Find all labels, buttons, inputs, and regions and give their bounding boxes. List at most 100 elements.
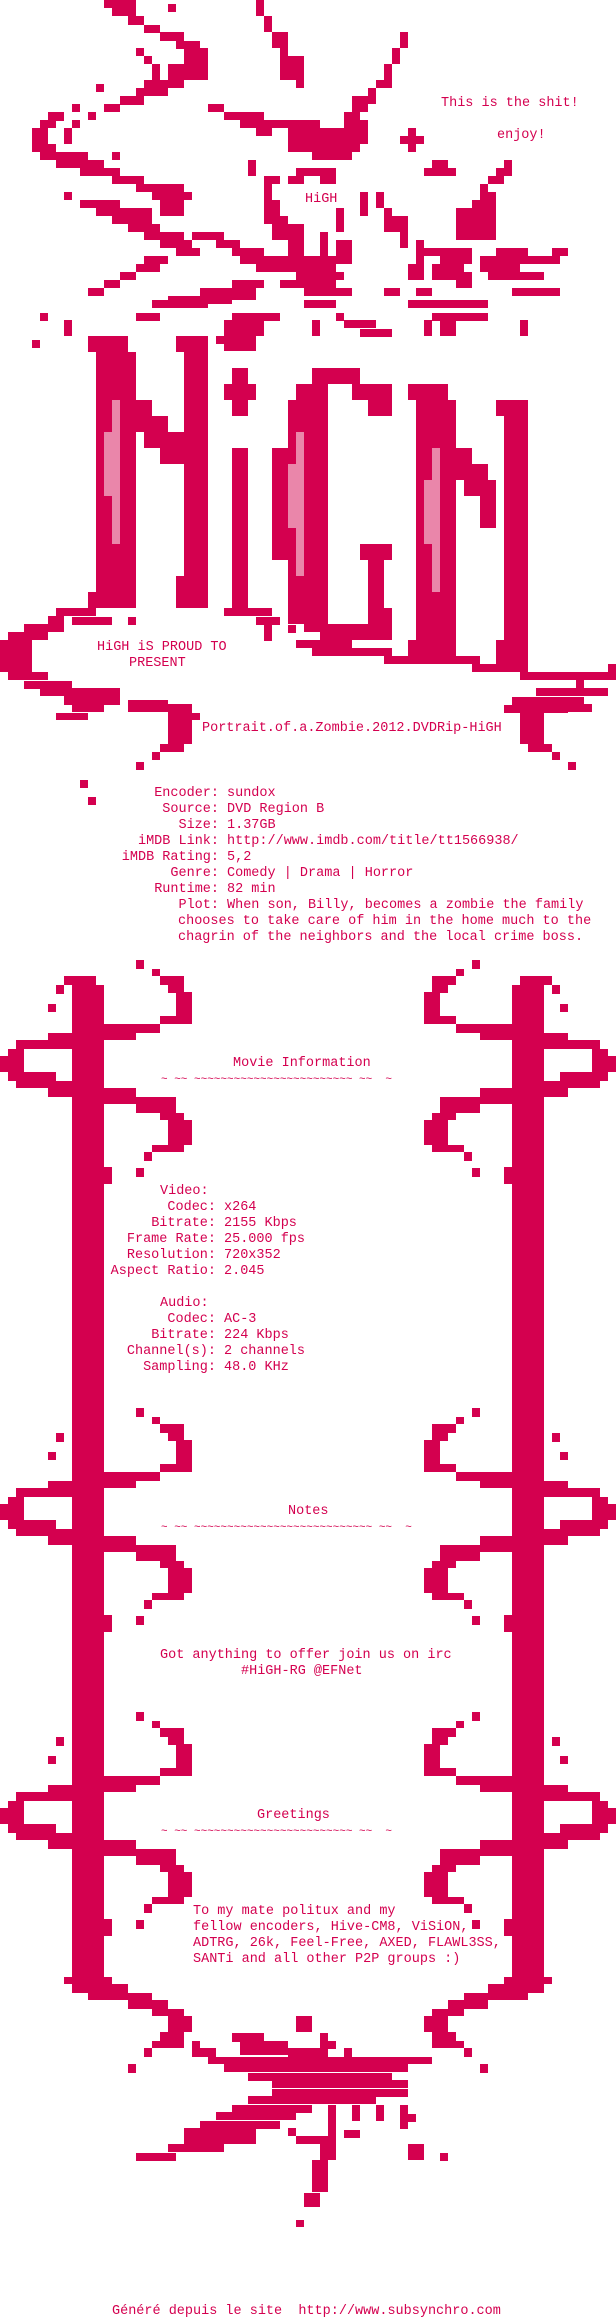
logo-block: [304, 616, 320, 632]
logo-highlight: [424, 480, 440, 544]
logo-block: [472, 664, 520, 672]
logo-block: [120, 96, 144, 105]
logo-block: [128, 224, 160, 232]
frame-ornament: [432, 1561, 456, 1568]
frame-ornament: [432, 1897, 464, 1904]
logo-block: [488, 272, 544, 280]
splat-block: [400, 2105, 408, 2129]
frame-ornament: [456, 1417, 464, 1424]
logo-block: [168, 4, 176, 12]
logo-block: [280, 280, 336, 288]
logo-block: [552, 248, 568, 256]
logo-block: [424, 248, 472, 256]
logo-block: [88, 112, 96, 120]
logo-block: [152, 752, 160, 760]
logo-block: [360, 544, 392, 560]
greetings-line: fellow encoders, Hive-CM8, ViSiON,: [193, 1920, 469, 1935]
logo-block: [552, 752, 560, 760]
frame-ornament: [464, 1600, 472, 1609]
logo-block: [288, 625, 296, 633]
field-label: Encoder:: [154, 786, 219, 801]
splat-block: [200, 2048, 216, 2057]
frame-bottom-curl: [432, 2032, 456, 2041]
logo-block: [312, 152, 352, 160]
logo-block: [320, 624, 392, 640]
greetings-heading: Greetings: [257, 1808, 330, 1823]
frame-ornament: [152, 1897, 184, 1904]
frame-bottom-curl: [152, 2041, 184, 2048]
group-name-small: HiGH: [305, 192, 338, 207]
logo-block: [576, 680, 584, 692]
logo-block: [224, 112, 264, 120]
frame-ornament: [144, 1904, 152, 1913]
video-row: Bitrate:2155 Kbps: [80, 1216, 305, 1232]
greetings-line: ADTRG, 26k, Feel-Free, AXED, FLAWL3SS,: [193, 1936, 501, 1951]
logo-block: [432, 313, 488, 321]
logo-block: [480, 496, 496, 528]
field-label: Size:: [178, 818, 219, 833]
logo-block: [256, 617, 280, 625]
frame-ornament: [440, 1545, 520, 1552]
frame-bottom-curl: [488, 1984, 544, 1993]
logo-block: [160, 240, 192, 248]
frame-ornament: [456, 1776, 528, 1785]
logo-block: [320, 176, 336, 184]
field-label: Plot:: [178, 898, 219, 913]
logo-block: [288, 144, 360, 152]
logo-block: [80, 168, 120, 176]
frame-bottom-curl: [128, 2064, 136, 2073]
info-row: iMDB Rating:5,2: [80, 850, 591, 866]
logo-block: [144, 256, 168, 264]
splat-block: [296, 2220, 304, 2227]
frame-ornament: [432, 1145, 464, 1152]
frame-ornament: [16, 1833, 88, 1840]
logo-block: [128, 704, 192, 712]
frame-ornament: [160, 1865, 184, 1872]
splat-block: [376, 2105, 384, 2121]
logo-block: [504, 416, 528, 672]
logo-block: [104, 104, 120, 112]
splat-block: [328, 2105, 336, 2145]
splat-block: [248, 2073, 392, 2081]
pillar-cap: [64, 976, 96, 985]
frame-bottom-curl: [480, 2064, 488, 2073]
logo-block: [456, 464, 488, 480]
field-value: 48.0 KHz: [224, 1360, 289, 1375]
frame-ornament: [424, 1464, 456, 1472]
frame-ornament: [160, 1424, 184, 1433]
frame-ornament: [560, 1072, 608, 1081]
logo-block: [392, 48, 400, 64]
bottom-splat-art: [136, 2016, 448, 2227]
video-row: Frame Rate:25.000 fps: [80, 1232, 305, 1248]
logo-block: [232, 280, 264, 288]
logo-block: [320, 256, 352, 264]
frame-ornament: [136, 1856, 176, 1865]
frame-ornament: [136, 1920, 144, 1929]
logo-block: [136, 762, 144, 770]
field-label: Bitrate:: [151, 1216, 216, 1231]
frame-ornament: [160, 976, 184, 985]
logo-block: [176, 336, 208, 352]
frame-ornament: [16, 1529, 88, 1536]
frame-ornament: [560, 1004, 568, 1012]
logo-block: [128, 617, 136, 625]
frame-ornament: [136, 1616, 144, 1625]
notes-line2: #HiGH-RG @EFNet: [241, 1664, 363, 1679]
logo-block: [256, 0, 264, 16]
logo-block: [456, 208, 496, 240]
frame-ornament: [136, 1104, 176, 1113]
splat-block: [352, 2105, 360, 2121]
logo-block: [352, 96, 368, 112]
logo-block: [64, 696, 120, 705]
logo-block: [232, 313, 280, 321]
logo-block: [176, 576, 208, 608]
logo-block: [288, 176, 304, 184]
frame-ornament: [456, 1024, 528, 1033]
frame-ornament: [0, 1504, 24, 1520]
frame-ornament: [472, 1408, 480, 1417]
logo-block: [440, 320, 456, 336]
logo-block: [264, 184, 272, 208]
logo-block: [240, 256, 288, 264]
field-value: When son, Billy, becomes a zombie the fa…: [227, 898, 584, 913]
logo-block: [264, 16, 272, 32]
